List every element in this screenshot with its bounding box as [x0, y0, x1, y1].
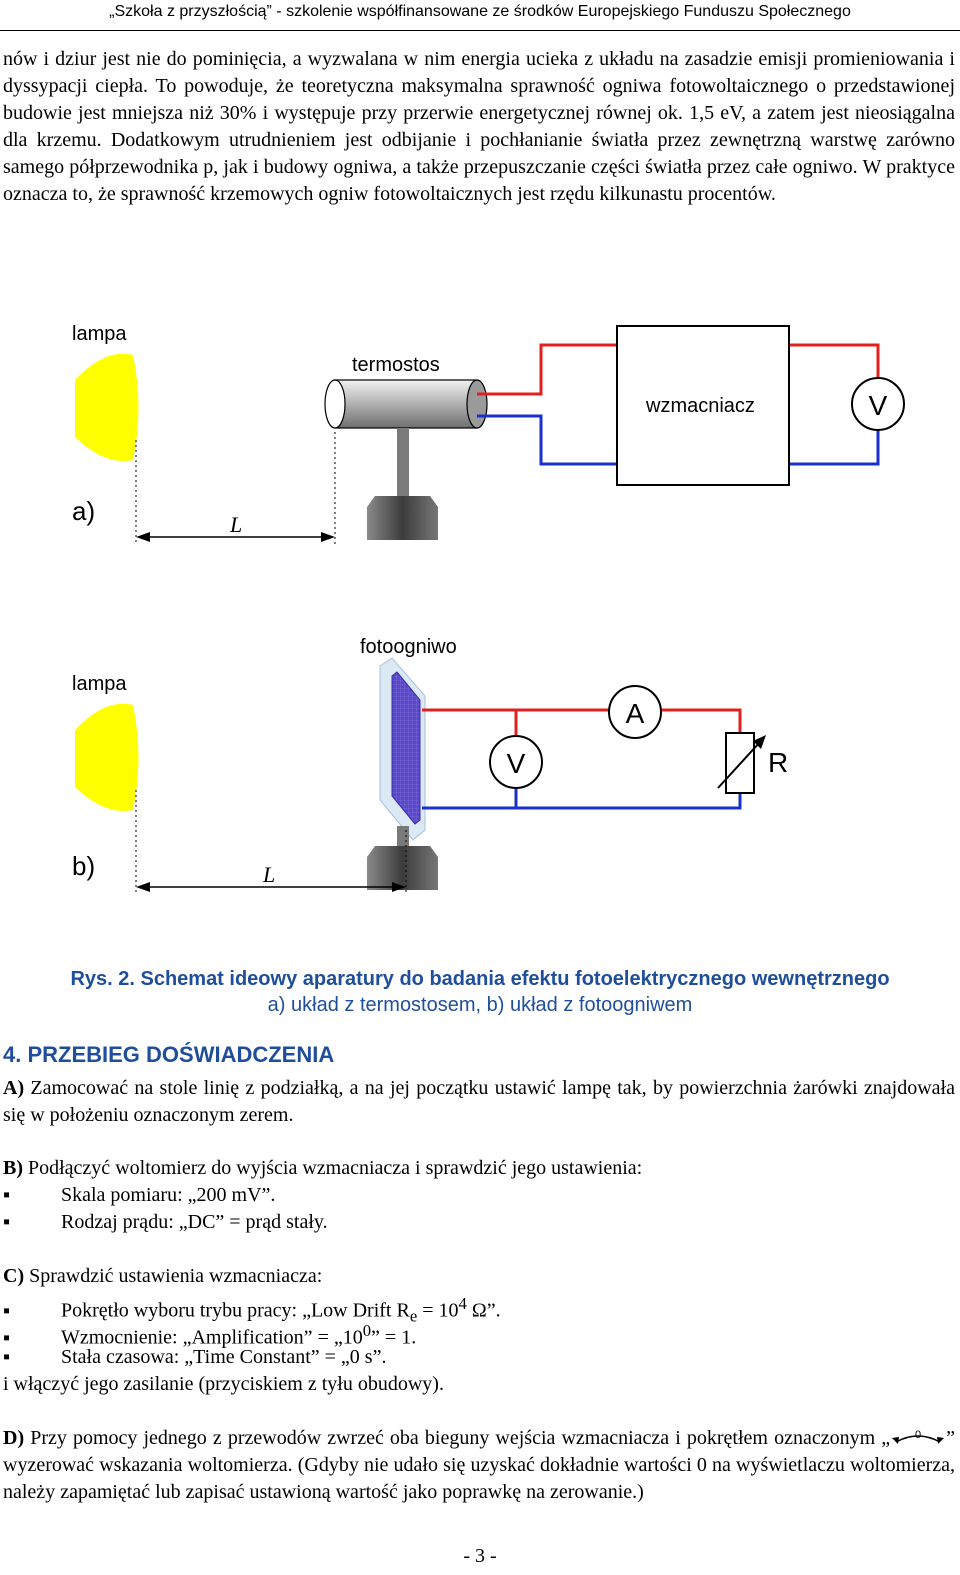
distance-b-arrow-left: [136, 882, 150, 892]
figure-caption-title: Rys. 2. Schemat ideowy aparatury do bada…: [70, 968, 890, 990]
lamp-a: [75, 353, 139, 462]
step-c-bullet-1-text-b: = 10: [417, 1299, 459, 1322]
resistor-arrow-line: [717, 741, 761, 789]
wire-negative-b: [422, 793, 742, 810]
step-c-bullet-3: ▪ Stała czasowa: „Time Constant” = „0 s”.: [3, 1344, 386, 1371]
zero-knob-label: 0: [915, 1429, 921, 1441]
page-number: - 3 -: [463, 1545, 497, 1567]
step-a: A) Zamocować na stole linię z podziałką,…: [3, 1075, 955, 1129]
wire-positive-a: [477, 343, 880, 396]
step-d: D) Przy pomocy jednego z przewodów zwrze…: [3, 1425, 955, 1506]
section-title: 4. PRZEBIEG DOŚWIADCZENIA: [3, 1042, 335, 1067]
ammeter-label: A: [626, 698, 645, 729]
step-d-letter: D): [3, 1427, 25, 1449]
step-b: B) Podłączyć woltomierz do wyjścia wzmac…: [3, 1155, 642, 1182]
voltmeter-a: [851, 377, 905, 431]
thermostat-body: [334, 379, 478, 429]
step-d-text-1: Przy pomocy jednego z przewodów zwrzeć o…: [24, 1427, 891, 1449]
step-c-bullet-1-text-c: Ω”.: [466, 1299, 501, 1322]
distance-a-arrow-left: [136, 532, 150, 542]
step-c-bullet-1-text: Pokrętło wyboru trybu pracy: „Low Drift …: [61, 1299, 410, 1322]
part-b-label: b): [72, 851, 95, 881]
bullet-mark: ▪: [3, 1211, 11, 1233]
step-c-text: Sprawdzić ustawienia wzmacniacza:: [24, 1265, 323, 1287]
cell-label: fotoogniwo: [360, 636, 457, 658]
thermostat-end: [466, 379, 488, 429]
photocell: [391, 671, 421, 825]
part-a-label: a): [72, 496, 95, 526]
amplifier-label: wzmacniacz: [645, 395, 755, 417]
superscript-0: 0: [362, 1321, 372, 1340]
step-b-bullet-1: ▪ Skala pomiaru: „200 mV”.: [3, 1182, 275, 1209]
distance-b-arrow-right: [392, 882, 406, 892]
resistor-label: R: [768, 747, 788, 778]
figure-caption-subtitle: a) układ z termostosem, b) układ z fotoo…: [267, 994, 693, 1016]
thermostat-label: termostos: [352, 354, 440, 376]
voltmeter-b-label: V: [507, 748, 526, 779]
wire-positive-b: [422, 708, 742, 733]
bullet-mark: ▪: [3, 1346, 11, 1368]
step-c-bullet-2: ▪ Wzmocnienie: „Amplification” = „100” = …: [3, 1317, 416, 1352]
voltmeter-b: [489, 735, 543, 789]
step-a-letter: A): [3, 1077, 25, 1099]
step-b-text: Podłączyć woltomierz do wyjścia wzmacnia…: [23, 1157, 643, 1179]
resistor-arrow-head: [753, 735, 766, 749]
thermostat-stand-rod: [397, 428, 409, 496]
step-b-bullet-2-text: Rodzaj prądu: „DC” = prąd stały.: [61, 1211, 328, 1233]
step-a-text: Zamocować na stole linię z podziałką, a …: [3, 1077, 955, 1126]
apparatus-diagram: lampa termostos wzmacniacz V a) L lampa …: [72, 323, 905, 895]
cell-stand-base: [367, 846, 438, 890]
step-b-bullet-1-text: Skala pomiaru: „200 mV”.: [61, 1184, 276, 1206]
step-c-bullet-1: ▪ Pokrętło wyboru trybu pracy: „Low Drift…: [3, 1290, 501, 1330]
zero-knob-icon: 0: [890, 1427, 946, 1445]
bullet-mark: ▪: [3, 1326, 11, 1349]
step-c-letter: C): [3, 1265, 25, 1287]
distance-b-label: L: [262, 862, 275, 887]
distance-a-label: L: [229, 512, 242, 537]
step-d-text-2: ” wyzerować wskazania woltomierza. (Gdyb…: [3, 1427, 955, 1503]
voltmeter-a-label: V: [869, 390, 888, 421]
step-b-bullet-2: ▪ Rodzaj prądu: „DC” = prąd stały.: [3, 1209, 328, 1236]
intro-paragraph: nów i dziur jest nie do pominięcia, a wy…: [3, 48, 955, 205]
page-header: „Szkoła z przyszłością” - szkolenie wspó…: [109, 3, 851, 20]
thermostat-stand-base: [367, 496, 438, 540]
ammeter: [608, 685, 662, 739]
step-c-bullet-2-text-b: ” = 1.: [371, 1326, 417, 1349]
amplifier-box: [616, 325, 790, 486]
bullet-mark: ▪: [3, 1184, 11, 1206]
step-c-bullet-3-text: Stała czasowa: „Time Constant” = „0 s”.: [61, 1346, 387, 1368]
distance-a-arrow-right: [321, 532, 335, 542]
thermostat-window: [324, 379, 346, 429]
step-c: C) Sprawdzić ustawienia wzmacniacza:: [3, 1263, 322, 1290]
cell-stand-rod: [397, 826, 409, 846]
step-c-bullet-2-text: Wzmocnienie: „Amplification” = „10: [61, 1326, 363, 1349]
lamp-b: [75, 703, 139, 812]
superscript-4: 4: [458, 1294, 467, 1313]
bullet-mark: ▪: [3, 1299, 11, 1322]
lamp-label-b: lampa: [72, 673, 127, 695]
subscript-e: e: [409, 1306, 418, 1326]
step-c-after: i włączyć jego zasilanie (przyciskiem z …: [3, 1373, 444, 1395]
step-b-letter: B): [3, 1157, 23, 1179]
header-divider: [0, 30, 960, 31]
lamp-label-a: lampa: [72, 323, 127, 345]
wire-negative-a: [477, 414, 880, 466]
